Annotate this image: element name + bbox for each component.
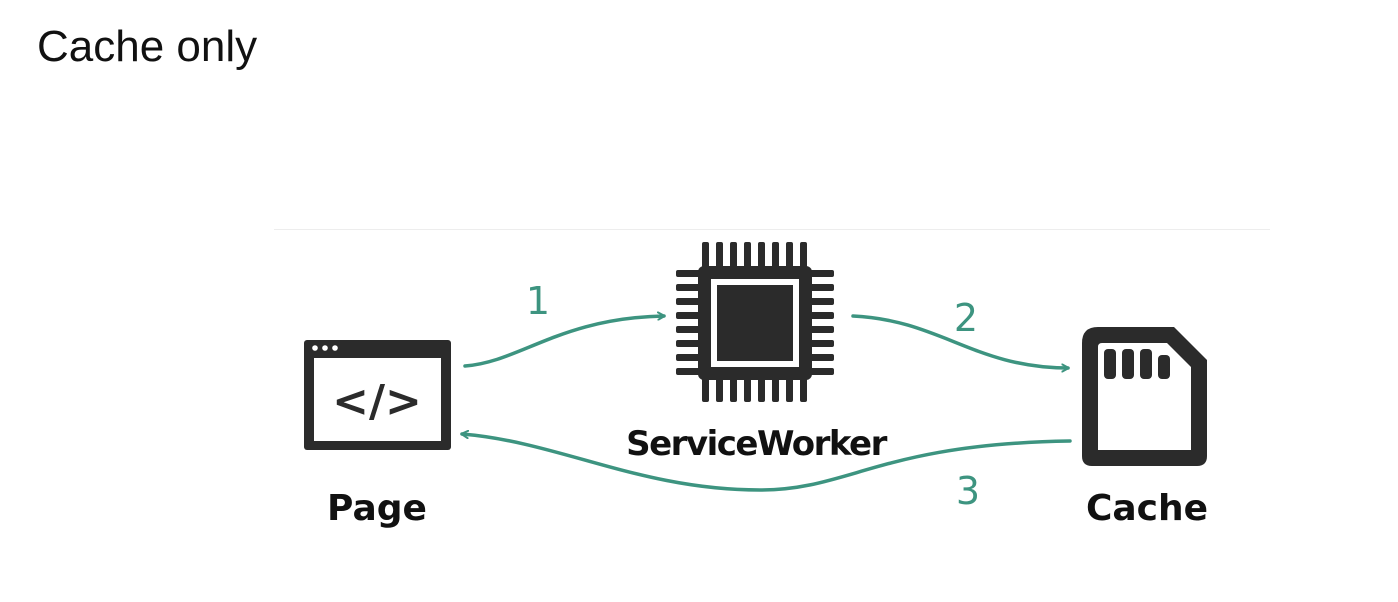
arrow-2-service-worker-to-cache — [851, 314, 1070, 368]
page-label: Page — [327, 488, 427, 529]
browser-window-code-icon: </> — [304, 340, 451, 450]
divider-line — [274, 229, 1270, 230]
cache-label: Cache — [1086, 488, 1208, 529]
service-worker-label: ServiceWorker — [626, 424, 888, 464]
arrow-1-page-to-service-worker — [463, 316, 666, 368]
code-glyph: </> — [332, 376, 422, 427]
arrow-3-label: 3 — [956, 469, 980, 513]
arrow-3-cache-to-page — [460, 434, 1072, 492]
arrow-2-label: 2 — [954, 296, 978, 340]
sd-card-icon — [1082, 327, 1207, 466]
slide-title: Cache only — [37, 22, 258, 71]
cpu-chip-icon — [676, 242, 834, 402]
arrow-1-label: 1 — [526, 279, 550, 323]
